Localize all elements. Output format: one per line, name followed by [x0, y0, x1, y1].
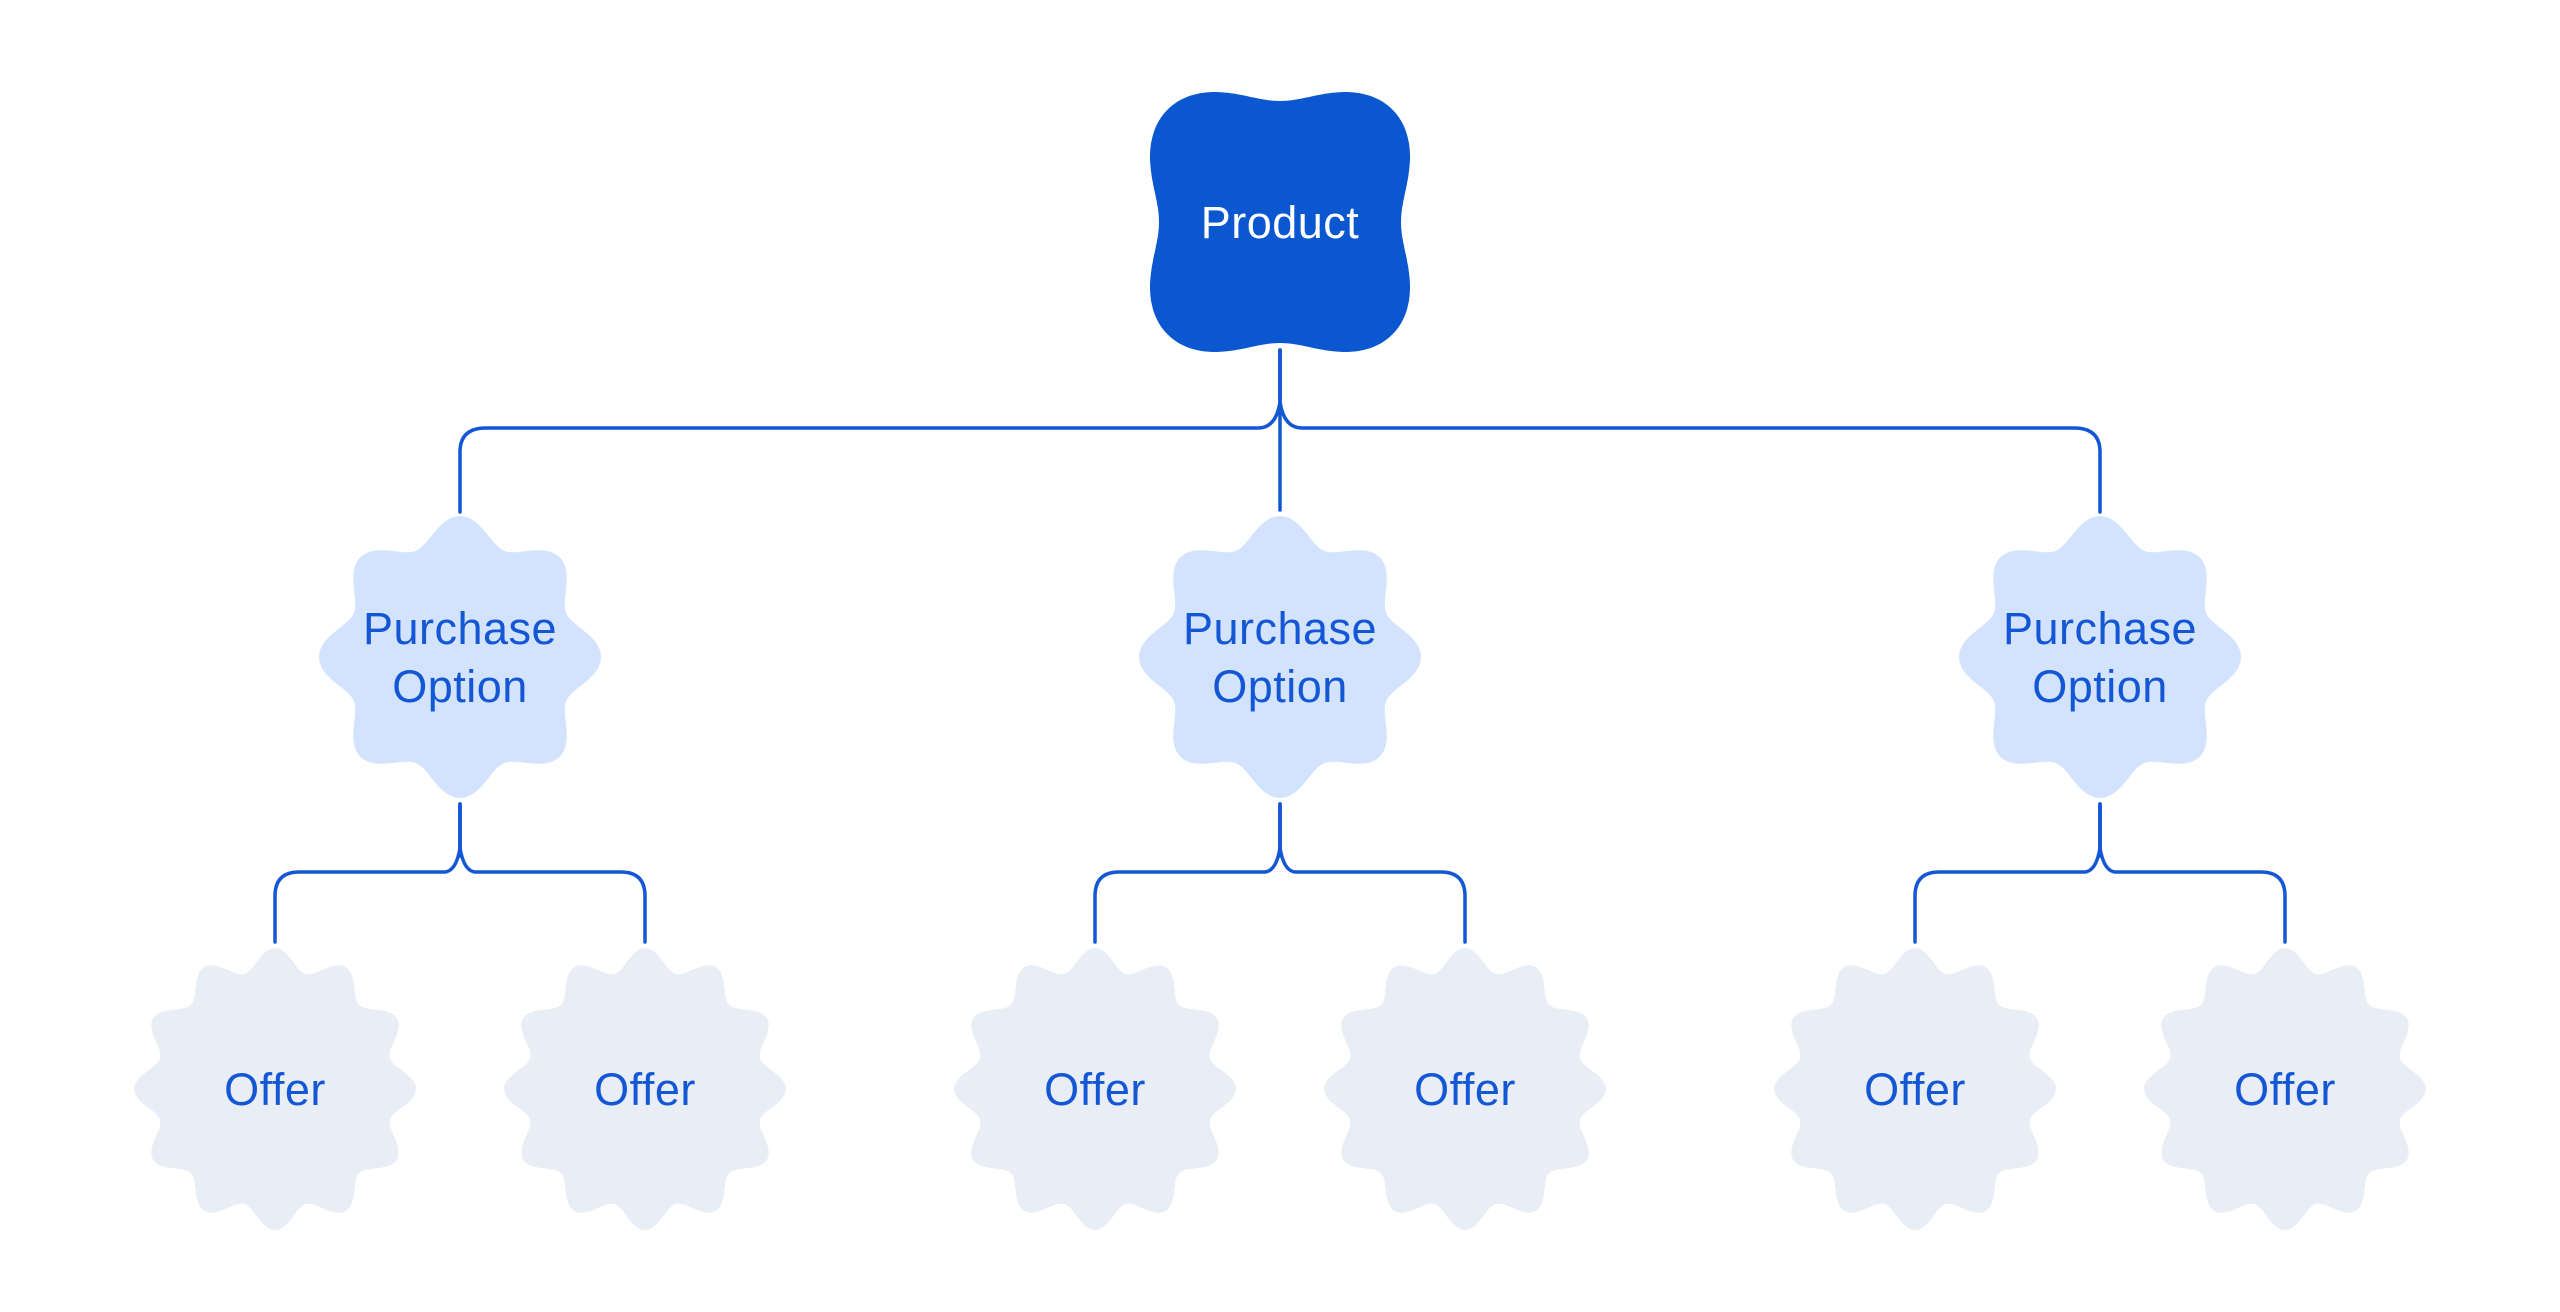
- offer-label: Offer: [224, 1064, 326, 1115]
- purchase-option-label-line1: Purchase: [363, 603, 557, 654]
- offer-scallop-shape: [2144, 948, 2426, 1230]
- purchase-option-label-line2: Option: [392, 661, 528, 712]
- offer-node-6: Offer: [2144, 948, 2426, 1230]
- offer-scallop-shape: [134, 948, 416, 1230]
- offer-scallop-shape: [1324, 948, 1606, 1230]
- connector-purchase-1-to-offer-left: [273, 802, 462, 944]
- offer-node-1: Offer: [134, 948, 416, 1230]
- offer-label: Offer: [594, 1064, 696, 1115]
- connector-product-to-purchase-3: [1278, 348, 2102, 514]
- offer-scallop-shape: [1774, 948, 2056, 1230]
- purchase-option-label-line1: Purchase: [2003, 603, 2197, 654]
- connector-purchase-1-to-offer-right: [458, 802, 647, 944]
- offer-node-3: Offer: [954, 948, 1236, 1230]
- offer-node-4: Offer: [1324, 948, 1606, 1230]
- offer-node-5: Offer: [1774, 948, 2056, 1230]
- purchase-option-cloud-shape: [319, 516, 601, 798]
- purchase-option-node-1: Purchase Option: [319, 516, 601, 798]
- offer-label: Offer: [1414, 1064, 1516, 1115]
- product-label: Product: [1201, 197, 1360, 248]
- purchase-option-node-2: Purchase Option: [1139, 516, 1421, 798]
- connector-purchase-3-to-offer-left: [1913, 802, 2102, 944]
- product-node: Product: [1150, 92, 1410, 352]
- purchase-option-cloud-shape: [1139, 516, 1421, 798]
- purchase-option-label-line1: Purchase: [1183, 603, 1377, 654]
- purchase-option-label-line2: Option: [1212, 661, 1348, 712]
- connector-product-to-purchase-1: [458, 348, 1282, 514]
- purchase-option-label-line2: Option: [2032, 661, 2168, 712]
- offer-scallop-shape: [504, 948, 786, 1230]
- tree-connectors: [273, 348, 2287, 944]
- connector-purchase-2-to-offer-right: [1278, 802, 1467, 944]
- offer-label: Offer: [2234, 1064, 2336, 1115]
- connector-purchase-2-to-offer-left: [1093, 802, 1282, 944]
- product-blob-shape: [1150, 92, 1410, 352]
- offer-label: Offer: [1044, 1064, 1146, 1115]
- purchase-option-cloud-shape: [1959, 516, 2241, 798]
- connector-purchase-3-to-offer-right: [2098, 802, 2287, 944]
- offer-scallop-shape: [954, 948, 1236, 1230]
- purchase-option-node-3: Purchase Option: [1959, 516, 2241, 798]
- offer-node-2: Offer: [504, 948, 786, 1230]
- offer-label: Offer: [1864, 1064, 1966, 1115]
